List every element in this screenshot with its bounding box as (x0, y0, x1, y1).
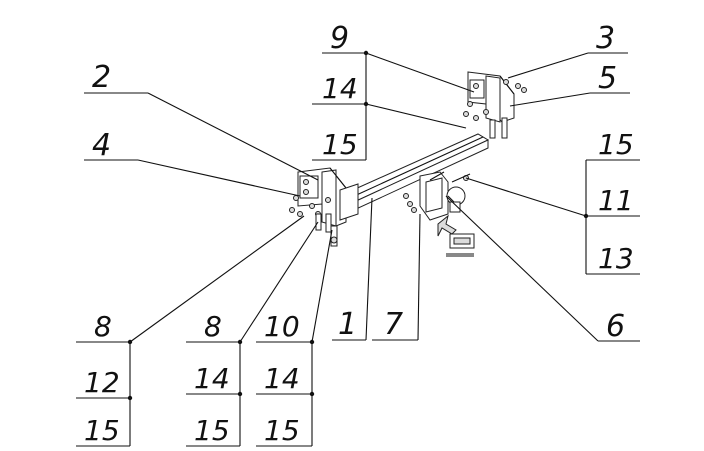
label-6: 6 (606, 309, 625, 344)
label-7: 7 (384, 307, 403, 342)
label-1: 1 (338, 307, 357, 342)
label-15: 15 (322, 128, 358, 161)
label-2: 2 (92, 60, 111, 95)
label-14: 14 (194, 362, 230, 395)
label-8: 8 (94, 310, 112, 343)
crossbar (343, 133, 490, 211)
label-9: 9 (330, 21, 349, 56)
callout-labels: 2 4 3 5 1 7 6 9 14 15 15 11 13 8 12 15 8… (84, 21, 634, 447)
leader-lines (76, 50, 640, 447)
hitch-ball-assembly (403, 171, 471, 221)
label-5: 5 (598, 61, 617, 96)
left-bracket (289, 167, 359, 247)
label-8: 8 (204, 310, 222, 343)
label-15: 15 (598, 128, 634, 161)
right-bracket (463, 71, 527, 139)
label-15: 15 (84, 414, 120, 447)
label-4: 4 (92, 128, 111, 163)
label-13: 13 (598, 242, 634, 275)
label-12: 12 (84, 366, 120, 399)
label-11: 11 (598, 184, 634, 217)
label-15: 15 (264, 414, 300, 447)
label-15: 15 (194, 414, 230, 447)
socket-detail (437, 214, 475, 257)
label-14: 14 (322, 72, 358, 105)
label-10: 10 (264, 310, 300, 343)
label-14: 14 (264, 362, 300, 395)
label-3: 3 (596, 21, 615, 56)
towbar-drawing (289, 71, 527, 257)
